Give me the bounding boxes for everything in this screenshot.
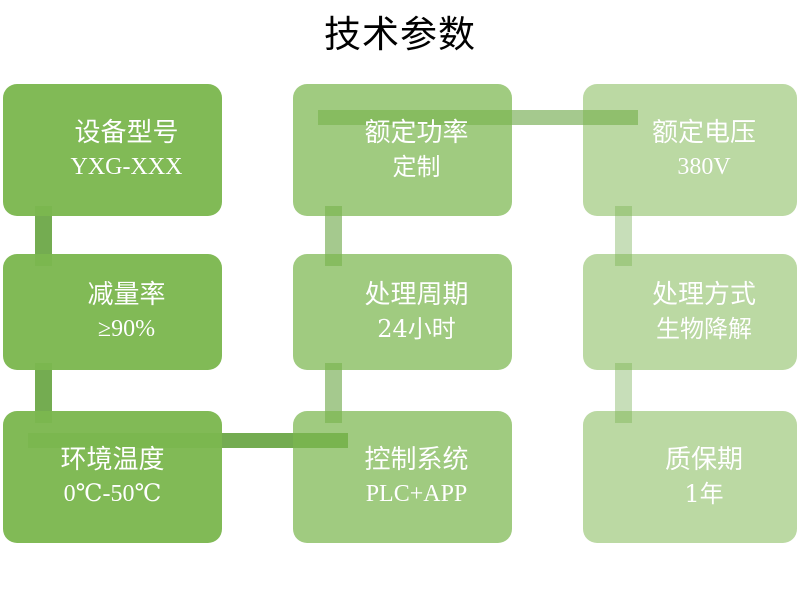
card-ambient-temperature-label: 环境温度 <box>60 445 165 475</box>
card-ambient-temperature-value: 0℃-50℃ <box>63 481 162 507</box>
card-warranty-period-value: 1年 <box>684 480 724 508</box>
page-title: 技术参数 <box>324 13 476 56</box>
card-rated-voltage[interactable]: 额定电压 380V <box>583 84 797 216</box>
card-reduction-rate-label: 减量率 <box>87 280 166 310</box>
connector-rated-power-to-treatment-cycle <box>325 206 342 266</box>
card-rated-power[interactable]: 额定功率 定制 <box>293 84 512 216</box>
connector-rated-voltage-to-treatment-method <box>615 206 632 266</box>
connector-treatment-method-to-warranty-period <box>615 363 632 423</box>
card-treatment-method-value: 生物降解 <box>655 315 752 343</box>
card-device-model-label: 设备型号 <box>74 118 179 148</box>
card-treatment-method[interactable]: 处理方式 生物降解 <box>583 254 797 370</box>
card-device-model-value: YXG-XXX <box>70 154 183 180</box>
card-rated-voltage-label: 额定电压 <box>651 118 756 148</box>
connector-device-model-to-reduction-rate <box>35 206 52 266</box>
card-warranty-period[interactable]: 质保期 1年 <box>583 411 797 543</box>
card-treatment-method-label: 处理方式 <box>651 280 756 310</box>
connector-reduction-rate-to-ambient-temperature <box>35 363 52 423</box>
card-control-system-label: 控制系统 <box>364 445 469 475</box>
connector-treatment-cycle-to-control-system <box>325 363 342 423</box>
card-control-system[interactable]: 控制系统 PLC+APP <box>293 411 512 543</box>
card-rated-voltage-value: 380V <box>677 154 731 180</box>
card-rated-power-label: 额定功率 <box>364 118 469 148</box>
card-treatment-cycle[interactable]: 处理周期 24小时 <box>293 254 512 370</box>
card-device-model[interactable]: 设备型号 YXG-XXX <box>3 84 222 216</box>
card-rated-power-value: 定制 <box>392 153 441 181</box>
card-ambient-temperature[interactable]: 环境温度 0℃-50℃ <box>3 411 222 543</box>
card-control-system-value: PLC+APP <box>365 481 468 507</box>
card-treatment-cycle-label: 处理周期 <box>364 280 469 310</box>
card-treatment-cycle-value: 24小时 <box>377 315 456 343</box>
card-reduction-rate-value: ≥90% <box>97 316 156 342</box>
card-reduction-rate[interactable]: 减量率 ≥90% <box>3 254 222 370</box>
card-warranty-period-label: 质保期 <box>664 445 743 475</box>
